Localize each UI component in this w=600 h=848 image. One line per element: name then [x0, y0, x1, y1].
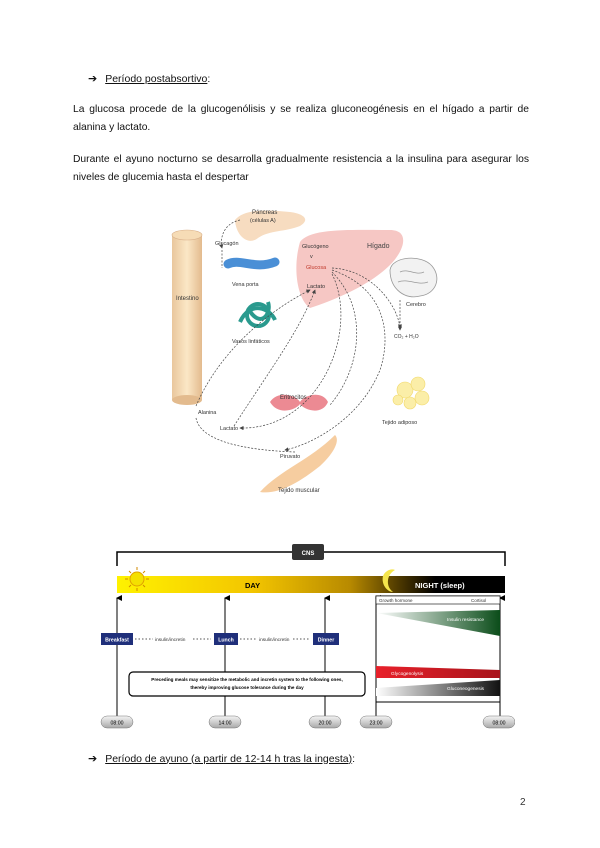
label-glucosa: Glucosa [306, 265, 327, 271]
time-label-5: 08:00 [493, 721, 506, 727]
label-intestino: Intestino [176, 296, 199, 302]
label-lactato-liver: Lactato [307, 284, 325, 290]
label-higado: Hígado [367, 243, 390, 250]
time-label-2: 14:00 [219, 721, 232, 727]
metabolism-diagram: Intestino Páncreas (células A) Glucagón … [160, 190, 450, 510]
heading-colon: : [352, 753, 355, 765]
label-eritrocitos: Eritrocitos [280, 395, 307, 401]
label-tejido-adiposo: Tejido adiposo [382, 420, 417, 426]
paragraph-ayuno-nocturno: Durante el ayuno nocturno se desarrolla … [73, 151, 529, 187]
label-liver-arrow: v [310, 254, 313, 260]
label-co2: CO₂ + H₂O [394, 334, 419, 340]
heading-text: Período postabsortivo [105, 73, 207, 85]
page-number: 2 [520, 797, 526, 808]
intestine-shape [172, 230, 202, 405]
label-alanina: Alanina [198, 410, 217, 416]
label-cerebro: Cerebro [406, 302, 426, 308]
heading-text: Período de ayuno (a partir de 12-14 h tr… [105, 753, 352, 765]
label-tejido-muscular: Tejido muscular [278, 488, 320, 494]
time-label-1: 08:00 [111, 721, 124, 727]
label-breakfast: Breakfast [105, 638, 129, 644]
circadian-diagram-svg: CNS DAY NIGHT (sleep) Grow [95, 538, 515, 738]
lymphatic-vessels-shape [240, 302, 275, 326]
label-lunch: Lunch [218, 638, 234, 644]
label-cortisol: Cortisol [471, 598, 486, 603]
label-pancreas: Páncreas [252, 210, 277, 216]
label-insulin-incretin-1: insulin/incretin [155, 637, 186, 643]
label-glucogeno: Glucógeno [302, 244, 329, 250]
label-insulin-incretin-2: insulin/incretin [259, 637, 290, 643]
label-glucagon: Glucagón [215, 241, 239, 247]
brain-shape [390, 258, 437, 297]
label-lactato: Lactato [220, 426, 238, 432]
label-gluconeogenesis: Gluconeogenesis [447, 686, 485, 692]
time-label-3: 20:00 [319, 721, 332, 727]
muscle-shape [260, 435, 337, 492]
circadian-diagram: CNS DAY NIGHT (sleep) Grow [95, 538, 515, 738]
section-heading-ayuno: ➔ Período de ayuno (a partir de 12-14 h … [88, 752, 355, 765]
label-dinner: Dinner [318, 638, 334, 644]
heading-colon: : [207, 73, 210, 85]
label-vena-porta: Vena porta [232, 282, 260, 288]
label-cns: CNS [302, 551, 315, 557]
note-line-2: thereby improving glucose tolerance duri… [190, 685, 304, 690]
adipose-tissue-shape [393, 377, 429, 409]
arrow-right-icon: ➔ [88, 72, 97, 85]
label-day: DAY [245, 581, 260, 590]
time-label-4: 23:00 [370, 721, 383, 727]
paragraph-glucosa: La glucosa procede de la glucogenólisis … [73, 101, 529, 137]
note-line-1: Preceding meals may sensitize the metabo… [151, 677, 342, 682]
arrow-right-icon: ➔ [88, 752, 97, 765]
label-insulin-resistance: Insulin resistance [447, 617, 484, 623]
label-pancreas-cells: (células A) [250, 218, 276, 224]
section-heading-postabsortivo: ➔ Período postabsortivo: [88, 72, 210, 85]
label-piruvato: Piruvato [280, 454, 300, 460]
label-night: NIGHT (sleep) [415, 581, 465, 590]
note-box [129, 672, 365, 696]
metabolism-diagram-svg: Intestino Páncreas (células A) Glucagón … [160, 190, 450, 510]
portal-vein-shape [228, 262, 275, 265]
label-glycogenolysis: Glycogenolysis [391, 671, 424, 677]
label-growth-hormone: Growth hormone [379, 598, 413, 603]
time-pills: 08:00 14:00 20:00 23:00 08:00 [101, 716, 515, 728]
